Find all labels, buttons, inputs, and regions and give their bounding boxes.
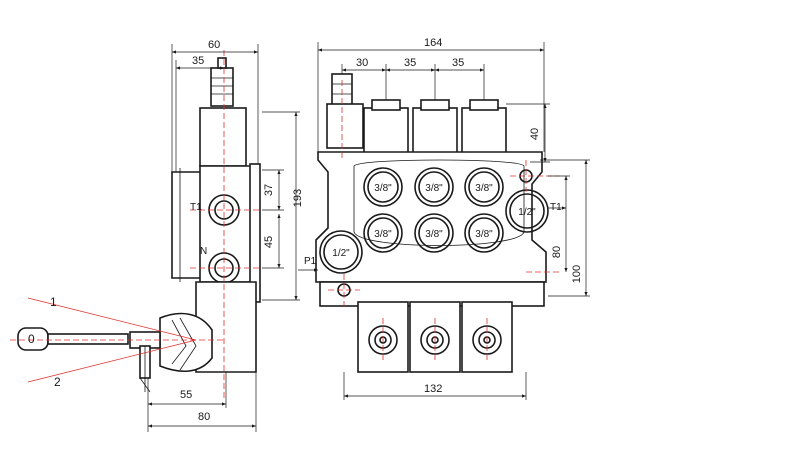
lever-rod[interactable] (47, 333, 129, 345)
work-port-b1 (363, 213, 403, 253)
label-port-b3: 3/8" (475, 229, 493, 240)
label-port-a3: 3/8" (475, 183, 493, 194)
label-inlet-size: 1/2" (332, 248, 350, 259)
work-port-a1 (363, 167, 403, 207)
label-outlet-size: 1/2" (518, 207, 536, 218)
label-lever-0: 0 (28, 332, 35, 346)
work-port-b3 (464, 213, 504, 253)
dim-side-37: 37 (263, 184, 275, 196)
work-port-b2 (414, 213, 454, 253)
dim-front-35a: 35 (404, 57, 416, 69)
dim-side-60: 60 (208, 39, 220, 51)
outlet-port-t1 (505, 189, 549, 233)
spool-cap-3 (461, 107, 507, 157)
label-port-a1: 3/8" (374, 183, 392, 194)
dim-front-35b: 35 (452, 57, 464, 69)
side-fitting-nut (217, 57, 227, 69)
dim-front-30: 30 (356, 57, 368, 69)
work-port-a2 (414, 167, 454, 207)
dim-front-40: 40 (529, 128, 541, 140)
dim-side-45: 45 (263, 236, 275, 248)
dim-side-35: 35 (192, 55, 204, 67)
label-lever-2: 2 (54, 375, 61, 389)
dim-front-100: 100 (571, 265, 583, 283)
spool-cap-2 (412, 107, 458, 157)
front-spool-cap (326, 103, 364, 149)
dim-front-132: 132 (424, 383, 442, 395)
label-front-p1: P1 (304, 256, 317, 267)
dim-side-193: 193 (292, 189, 304, 207)
work-port-a3 (464, 167, 504, 207)
side-spool-housing (199, 107, 247, 167)
dim-front-164: 164 (424, 37, 442, 49)
front-view: 3/8" 3/8" 3/8" 3/8" 3/8" 3/8" 1/2" 1/2" … (298, 37, 590, 400)
inlet-port-p1 (319, 230, 363, 274)
label-port-b1: 3/8" (374, 229, 392, 240)
dim-side-55: 55 (180, 389, 192, 401)
label-port-b2: 3/8" (425, 229, 443, 240)
dim-front-80: 80 (551, 246, 563, 258)
label-lever-1: 1 (50, 295, 57, 309)
side-top-fitting (210, 67, 234, 107)
label-side-t1: T1 (190, 202, 202, 213)
label-side-n: N (200, 246, 207, 257)
label-front-t1: T1 (550, 202, 562, 213)
label-port-a2: 3/8" (425, 183, 443, 194)
spool-cap-1 (363, 107, 409, 157)
dim-side-80: 80 (198, 411, 210, 423)
side-view: 60 35 193 37 45 55 80 T1 N 1 0 2 (10, 39, 304, 432)
